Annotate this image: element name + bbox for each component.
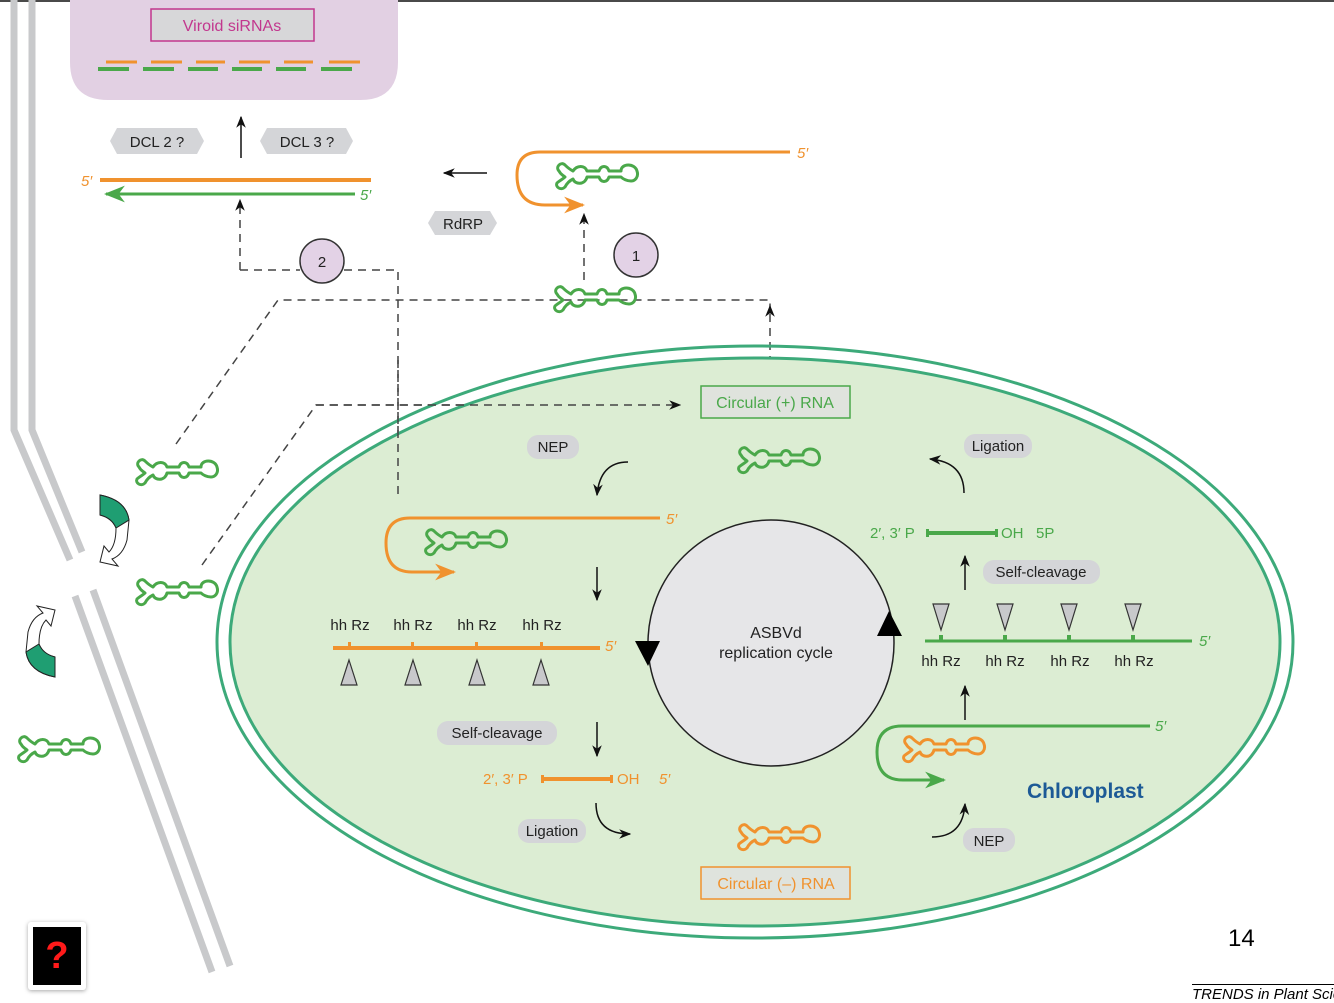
svg-text:Ligation: Ligation [972, 438, 1025, 455]
dcl3-pill: DCL 3 ? [260, 128, 353, 154]
svg-text:2′, 3′ P: 2′, 3′ P [870, 525, 915, 542]
svg-text:hh Rz: hh Rz [921, 653, 960, 670]
svg-text:5′: 5′ [797, 145, 809, 162]
plus-strand-transcription: 5′ [875, 718, 1167, 789]
svg-text:5′: 5′ [81, 173, 93, 190]
svg-text:DCL 3 ?: DCL 3 ? [280, 134, 334, 151]
nep-pill-top: NEP [527, 435, 579, 459]
viroid-sirnas-label: Viroid siRNAs [183, 18, 281, 35]
svg-text:5P: 5P [1036, 525, 1054, 542]
svg-text:replication cycle: replication cycle [719, 645, 833, 662]
question-mark-icon: ? [45, 935, 69, 977]
sirna-region: Viroid siRNAs [70, 0, 398, 100]
viroid-plus-exported [553, 285, 638, 314]
cycle-arrow-up-icon [877, 611, 902, 636]
viroid-cytoplasm-2 [135, 578, 220, 607]
svg-text:OH: OH [617, 771, 640, 788]
svg-text:Circular (–) RNA: Circular (–) RNA [717, 876, 835, 893]
svg-text:hh Rz: hh Rz [330, 617, 369, 634]
svg-text:5′: 5′ [666, 511, 678, 528]
minus-multimer: hh Rz hh Rz hh Rz hh Rz 5′ [330, 617, 617, 686]
svg-text:Ligation: Ligation [526, 823, 579, 840]
dcl2-pill: DCL 2 ? [110, 128, 204, 154]
svg-text:5′: 5′ [360, 187, 372, 204]
svg-text:Self-cleavage: Self-cleavage [452, 725, 543, 742]
replication-cycle: ASBVd replication cycle [635, 519, 902, 767]
svg-text:hh Rz: hh Rz [457, 617, 496, 634]
svg-text:hh Rz: hh Rz [1114, 653, 1153, 670]
dsrna-duplex: 5′ 5′ [81, 173, 372, 204]
page-number: 14 [1228, 925, 1255, 952]
ligation-pill-left: Ligation [518, 819, 586, 843]
cell-to-cell-arrow-out [25, 605, 56, 678]
minus-strand-transcription: 5′ [384, 511, 678, 581]
viroid-cytoplasm-1 [135, 458, 220, 487]
svg-text:hh Rz: hh Rz [393, 617, 432, 634]
svg-text:2′, 3′ P: 2′, 3′ P [483, 771, 528, 788]
viroid-extracellular [17, 735, 102, 764]
svg-text:DCL 2 ?: DCL 2 ? [130, 134, 184, 151]
circular-plus-rna: Circular (+) RNA [700, 385, 851, 475]
svg-text:RdRP: RdRP [443, 216, 483, 233]
ligation-pill-right: Ligation [964, 434, 1032, 458]
rdrp-pill: RdRP [428, 211, 497, 235]
svg-text:2: 2 [318, 254, 326, 271]
ligation-arrow-left [595, 802, 632, 839]
svg-text:5′: 5′ [1199, 633, 1211, 650]
svg-text:hh Rz: hh Rz [522, 617, 561, 634]
cycle-arrow-down-icon [635, 641, 660, 666]
svg-text:5′: 5′ [1155, 718, 1167, 735]
chloroplast-label: Chloroplast [1027, 780, 1144, 803]
nep-arrow-bottom [931, 802, 970, 838]
top-border [0, 0, 1334, 2]
svg-text:Circular (+) RNA: Circular (+) RNA [716, 395, 834, 412]
cell-wall [10, 0, 234, 974]
nep-arrow-top [593, 461, 629, 497]
svg-text:5′: 5′ [605, 638, 617, 655]
ligation-arrow-right [928, 455, 965, 494]
self-cleavage-pill-left: Self-cleavage [437, 721, 557, 745]
step-1-marker: 1 [613, 232, 659, 278]
svg-text:5′: 5′ [659, 771, 671, 788]
svg-text:hh Rz: hh Rz [985, 653, 1024, 670]
svg-text:1: 1 [632, 248, 640, 265]
step-2-marker: 2 [299, 238, 345, 284]
sirna-duplexes [98, 60, 360, 71]
minus-monomer: 2′, 3′ P OH 5′ [483, 771, 671, 788]
cell-to-cell-arrow-in [99, 494, 130, 567]
svg-text:OH: OH [1001, 525, 1024, 542]
rdrp-template-complex: 5′ [515, 145, 809, 214]
svg-text:Self-cleavage: Self-cleavage [996, 564, 1087, 581]
help-button-face: ? [33, 927, 81, 985]
nep-pill-bottom: NEP [963, 828, 1015, 852]
circular-minus-rna: Circular (–) RNA [700, 823, 851, 900]
svg-text:NEP: NEP [974, 833, 1005, 850]
svg-text:hh Rz: hh Rz [1050, 653, 1089, 670]
self-cleavage-pill-right: Self-cleavage [983, 560, 1100, 584]
svg-text:NEP: NEP [538, 439, 569, 456]
plus-monomer: 2′, 3′ P OH 5P [870, 525, 1054, 542]
source-caption: TRENDS in Plant Science [1192, 984, 1334, 1003]
viroid-sirnas-box [150, 8, 315, 42]
svg-text:ASBVd: ASBVd [750, 625, 802, 642]
help-button[interactable]: ? [28, 922, 86, 990]
plus-multimer: 5′ hh Rz hh Rz hh Rz hh Rz [921, 603, 1211, 670]
